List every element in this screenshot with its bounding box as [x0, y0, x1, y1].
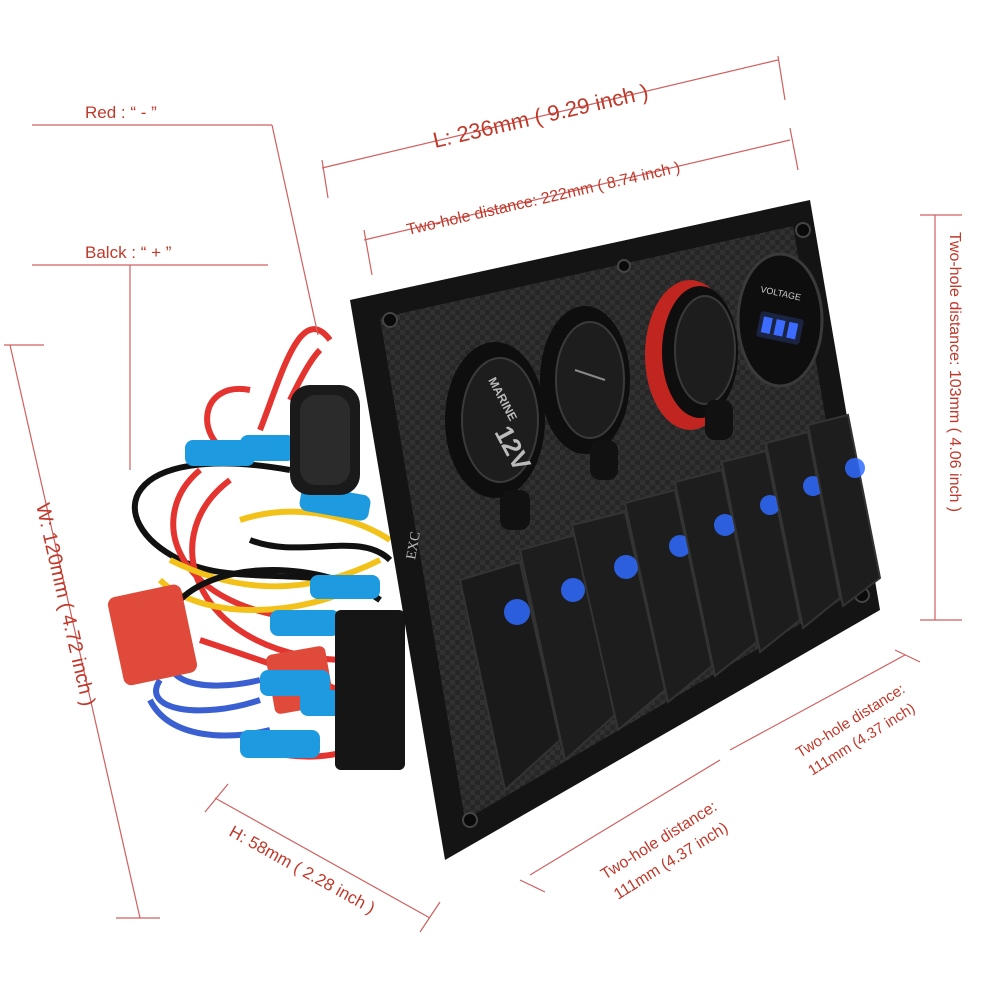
mount-hole-icon [382, 312, 398, 328]
voltmeter: VOLTAGE [736, 252, 824, 388]
width-label: W: 120mm ( 4.72 inch ) [31, 501, 99, 708]
red-wire-label: Red : “ - ” [85, 103, 157, 122]
socket-12v[interactable]: MARINE 12V [445, 342, 545, 530]
socket-2[interactable] [540, 306, 630, 480]
height-label: H: 58mm ( 2.28 inch ) [226, 822, 378, 918]
led-indicator-icon [845, 458, 865, 478]
rocker-switch-6[interactable] [720, 449, 802, 654]
brand-mark: EXC [404, 531, 424, 561]
led-indicator-icon [614, 555, 638, 579]
two-hole-top-label: Two-hole distance: 222mm ( 8.74 inch ) [405, 159, 682, 239]
led-indicator-icon [760, 495, 780, 515]
mount-hole-icon [795, 222, 811, 238]
mount-hole-icon [617, 259, 631, 273]
led-indicator-icon [669, 535, 691, 557]
usb-charger-socket[interactable] [645, 280, 738, 440]
two-hole-right-label: Two-hole distance: 103mm ( 4.06 inch ) [946, 232, 963, 512]
length-label: L: 236mm ( 9.29 inch ) [431, 79, 651, 153]
led-indicator-icon [561, 578, 585, 602]
black-wire-label: Balck : “ + ” [85, 243, 172, 262]
led-indicator-icon [504, 599, 530, 625]
mount-hole-icon [462, 812, 478, 828]
led-indicator-icon [714, 514, 736, 536]
rocker-switch-8[interactable] [806, 413, 882, 608]
dimension-lines [4, 55, 962, 933]
rocker-switches [458, 413, 882, 792]
wiring-harness [107, 326, 405, 770]
